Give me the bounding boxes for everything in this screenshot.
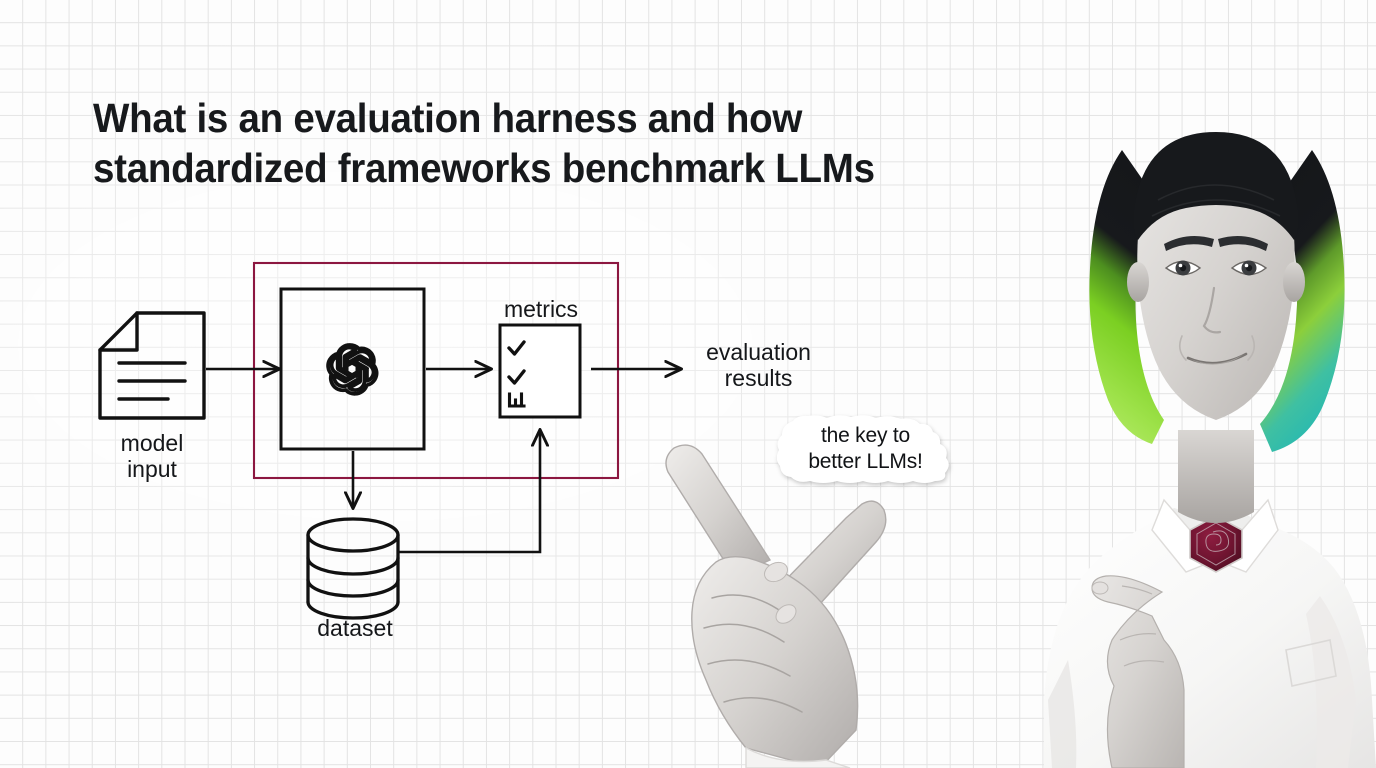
face (1127, 150, 1305, 420)
label-dataset: dataset (317, 615, 393, 641)
sticker-text: the key to better LLMs! (808, 424, 923, 473)
label-evaluation-results: evaluation results (706, 339, 811, 391)
page-title: What is an evaluation harness and how st… (93, 95, 875, 191)
hair-fringe (1133, 132, 1299, 240)
hand-pointing-right-side (1091, 575, 1185, 768)
label-model-input: model input (120, 430, 184, 482)
presenter-portrait (1044, 132, 1376, 768)
neck (1178, 430, 1254, 523)
callout-sticker: the key to better LLMs! (777, 415, 954, 483)
eye-right (1230, 260, 1268, 276)
eye-left (1164, 260, 1202, 276)
label-metrics: metrics (503, 296, 579, 322)
sticker-shape (777, 415, 949, 483)
rose-brooch-icon (1189, 515, 1243, 573)
hair (1089, 150, 1345, 452)
hand-pointing-left (665, 444, 887, 768)
